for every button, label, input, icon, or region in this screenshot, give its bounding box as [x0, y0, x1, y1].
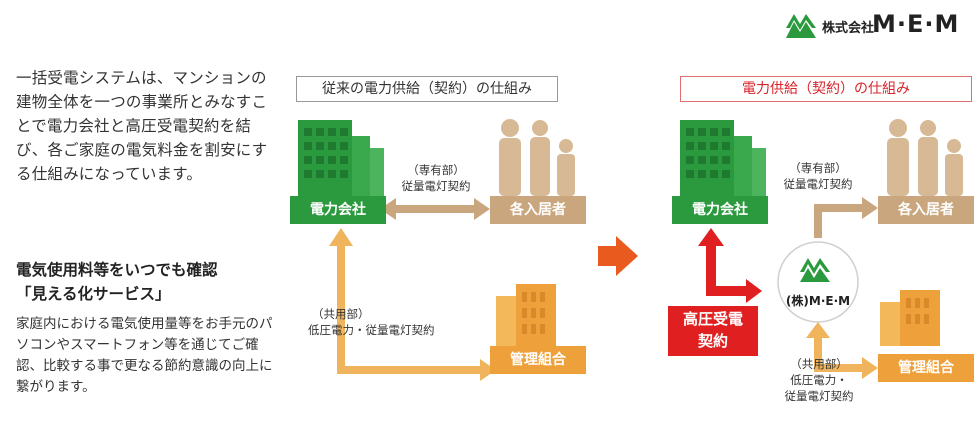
old-private-arrow [380, 198, 490, 220]
old-residents-label: 各入居者 [490, 196, 586, 224]
new-private-arrow [814, 197, 878, 238]
old-private-contract: （専有部） 従量電灯契約 [390, 162, 482, 194]
new-common-contract-line-3: 従量電灯契約 [784, 389, 854, 403]
new-building-icon [680, 120, 766, 198]
new-common-contract: （共用部） 低圧電力・ 従量電灯契約 [772, 356, 866, 404]
old-common-contract-line-2: 低圧電力・従量電灯契約 [308, 323, 435, 337]
new-power-company-label: 電力会社 [672, 196, 768, 224]
old-system-title: 従来の電力供給（契約）の仕組み [296, 76, 558, 102]
old-building-icon [298, 120, 384, 198]
old-private-contract-line-1: （専有部） [407, 163, 465, 177]
old-private-contract-line-2: 従量電灯契約 [401, 179, 471, 193]
old-association-label: 管理組合 [490, 346, 586, 374]
old-common-arrow [329, 228, 496, 381]
transition-arrow [598, 236, 638, 276]
intro-subheading-line-1: 電気使用料等をいつでも確認 [16, 260, 218, 279]
new-common-arrow [806, 322, 878, 379]
intro-subheading: 電気使用料等をいつでも確認 「見える化サービス」 [16, 258, 278, 306]
old-family-icon [499, 119, 575, 196]
new-private-contract-line-1: （専有部） [789, 161, 847, 175]
intro-paragraph: 一括受電システムは、マンションの建物全体を一つの事業所とみなすことで電力会社と高… [16, 69, 268, 183]
high-voltage-arrow [698, 228, 762, 303]
old-power-company-label: 電力会社 [290, 196, 386, 224]
mem-circle [777, 241, 859, 323]
high-voltage-line-2: 契約 [697, 332, 728, 350]
intro-subheading-line-2: 「見える化サービス」 [16, 284, 171, 303]
new-system-title: 電力供給（契約）の仕組み [680, 76, 972, 102]
mem-label: (株)M·E·M [785, 294, 851, 308]
old-common-contract: （共用部） 低圧電力・従量電灯契約 [300, 306, 460, 338]
high-voltage-contract: 高圧受電 契約 [668, 306, 758, 356]
new-family-icon [887, 119, 963, 196]
new-common-contract-line-1: （共用部） [790, 357, 848, 371]
new-common-contract-line-2: 低圧電力・ [790, 373, 848, 387]
new-private-contract-line-2: 従量電灯契約 [783, 177, 853, 191]
old-association-building-icon [496, 284, 556, 346]
new-residents-label: 各入居者 [878, 196, 974, 224]
old-common-contract-line-1: （共用部） [312, 307, 370, 321]
logo-brand: M·E·M [872, 10, 960, 38]
logo-company-prefix: 株式会社 [822, 21, 875, 36]
high-voltage-line-1: 高圧受電 [682, 310, 743, 328]
new-association-building-icon [880, 290, 940, 346]
new-association-label: 管理組合 [878, 354, 974, 382]
mem-logo-icon [786, 14, 816, 38]
new-private-contract: （専有部） 従量電灯契約 [770, 160, 866, 192]
intro-body: 家庭内における電気使用量等をお手元のパソコンやスマートフォン等を通じてご確認、比… [16, 316, 273, 395]
